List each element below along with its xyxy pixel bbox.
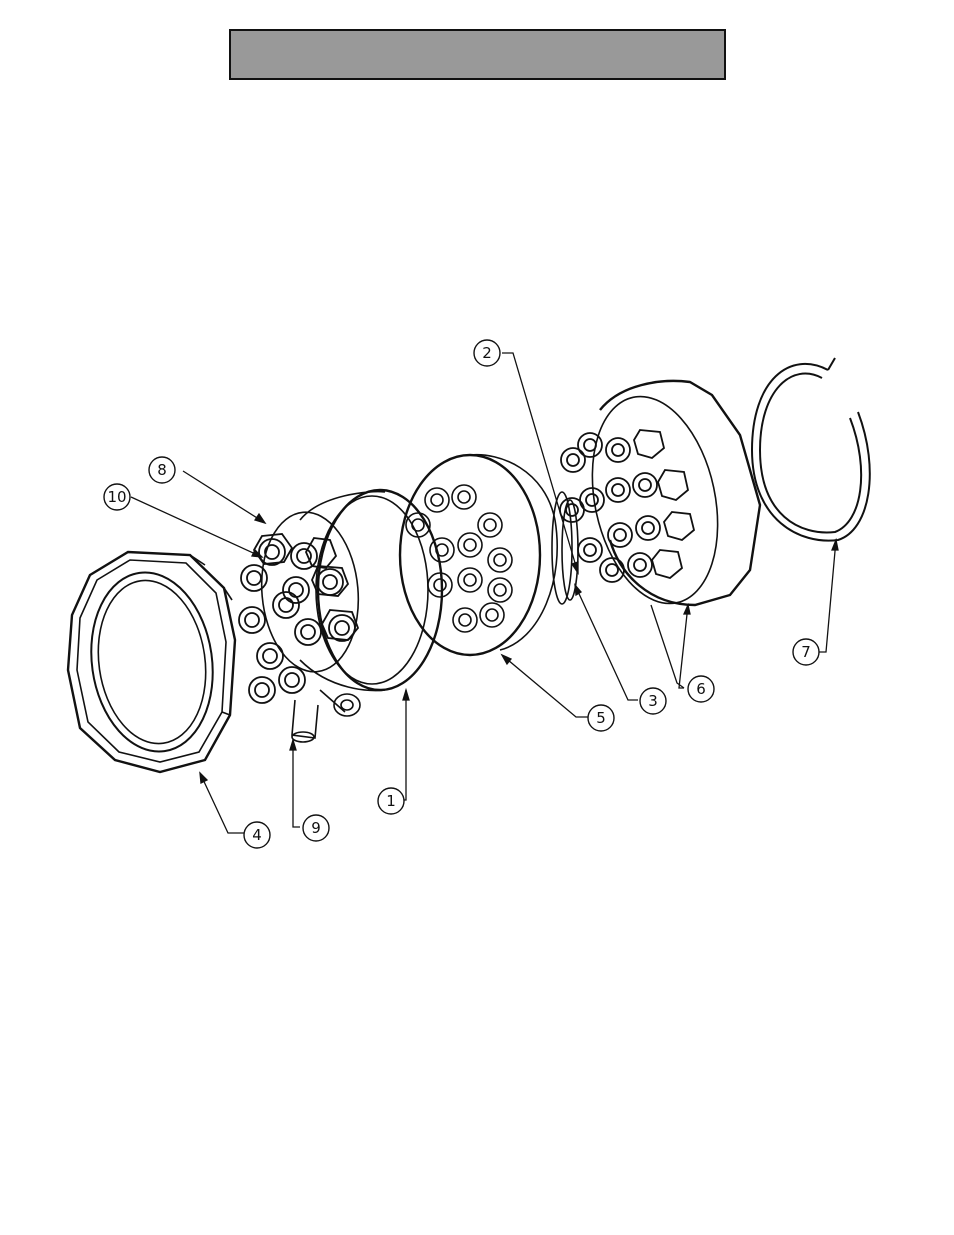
callout-label: 3 xyxy=(648,692,658,710)
callout-10: 10 xyxy=(104,484,130,510)
o-ring-part xyxy=(552,492,578,604)
callout-4: 4 xyxy=(244,822,270,848)
housing-body-part xyxy=(239,490,442,742)
hex-nut-part xyxy=(68,552,235,772)
callout-label: 8 xyxy=(157,461,167,479)
callout-7: 7 xyxy=(793,639,819,665)
callout-label: 9 xyxy=(311,819,321,837)
rear-housing-part xyxy=(560,381,760,615)
callout-group: 1 2 3 4 5 6 7 8 9 10 xyxy=(104,340,819,848)
callout-label: 7 xyxy=(801,643,811,661)
callout-6: 6 xyxy=(688,676,714,702)
callout-label: 5 xyxy=(596,709,606,727)
callout-label: 2 xyxy=(482,344,492,362)
callout-8: 8 xyxy=(149,457,175,483)
callout-2: 2 xyxy=(474,340,500,366)
callout-label: 10 xyxy=(107,488,126,506)
callout-label: 1 xyxy=(386,792,396,810)
callout-5: 5 xyxy=(588,705,614,731)
snap-ring-part xyxy=(752,358,870,541)
callout-9: 9 xyxy=(303,815,329,841)
callout-1: 1 xyxy=(378,788,404,814)
callout-3: 3 xyxy=(640,688,666,714)
callout-label: 4 xyxy=(252,826,262,844)
callout-label: 6 xyxy=(696,680,706,698)
